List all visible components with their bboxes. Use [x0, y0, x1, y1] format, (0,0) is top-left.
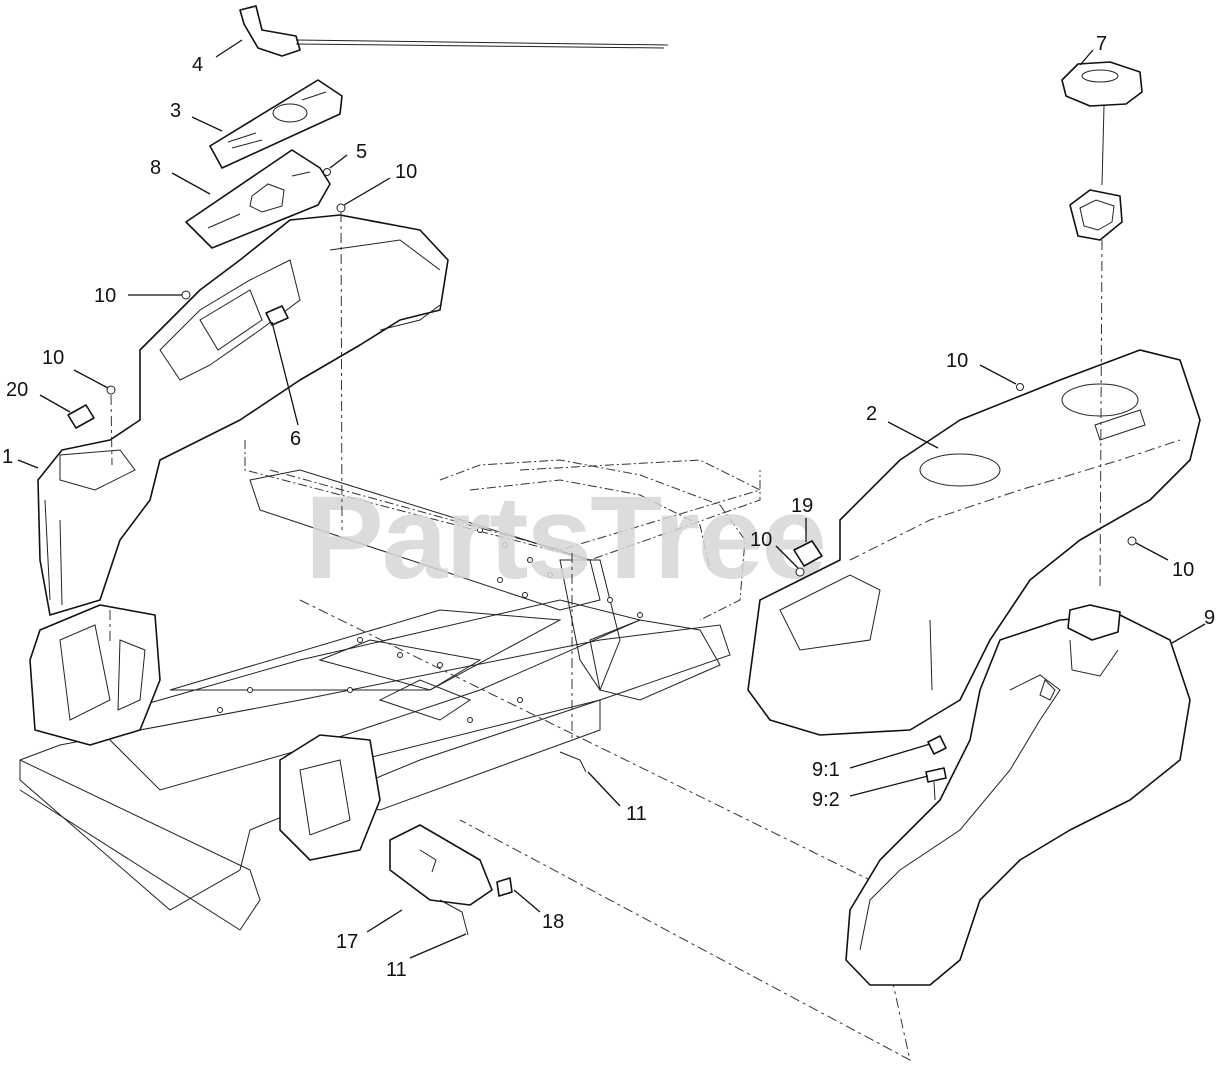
- callout-11-b: 11: [386, 959, 407, 981]
- callout-10-c: 10: [42, 347, 64, 369]
- chassis-frame: [19, 440, 911, 1061]
- callout-10-d: 10: [946, 350, 968, 372]
- callout-10-f: 10: [1172, 559, 1194, 581]
- leader-lines: [17, 39, 1206, 959]
- part-9-fuel-tank: [845, 604, 1191, 986]
- part-11-wire-center: [559, 751, 587, 773]
- callout-8: 8: [150, 157, 161, 179]
- callout-1: 1: [2, 446, 13, 468]
- callout-10-e: 10: [750, 529, 772, 551]
- part-20-decal: [67, 404, 95, 429]
- callout-18: 18: [542, 911, 564, 933]
- callout-6: 6: [290, 428, 301, 450]
- part-19-decal: [793, 540, 823, 567]
- part-2-right-console: [747, 349, 1201, 736]
- watermark-text: PartsTree: [305, 472, 825, 604]
- part-6-clip: [265, 305, 289, 326]
- callout-9-2: 9:2: [812, 789, 840, 811]
- callout-9-1: 9:1: [812, 759, 840, 781]
- callout-4: 4: [192, 54, 203, 76]
- callout-3: 3: [170, 100, 181, 122]
- part-10-screws: [106, 203, 1137, 577]
- callout-10-b: 10: [94, 285, 116, 307]
- part-1-left-console: [37, 214, 449, 616]
- part-3-decal: [209, 79, 343, 169]
- part-4-throttle-control: [239, 5, 669, 57]
- callout-9: 9: [1204, 607, 1215, 629]
- alignment-lines: [109, 211, 1103, 742]
- callout-5: 5: [356, 141, 367, 163]
- callout-2: 2: [866, 403, 877, 425]
- callout-19: 19: [791, 495, 813, 517]
- part-18-screw: [496, 877, 513, 897]
- part-17-bracket: [389, 824, 493, 906]
- watermark: PartsTree TM: [305, 472, 905, 604]
- part-8-control-panel: [185, 149, 331, 249]
- callout-10-a: 10: [395, 161, 417, 183]
- callout-17: 17: [336, 931, 358, 953]
- callout-20: 20: [6, 379, 28, 401]
- part-9-1-fitting: [927, 735, 947, 755]
- callout-7: 7: [1096, 33, 1107, 55]
- callout-11-a: 11: [626, 803, 647, 825]
- part-5-screw: [323, 168, 331, 176]
- part-11-wire-lower: [439, 899, 469, 936]
- callout-labels: 4 3 8 5 10 10 10 20 1 6 7 10 2 19 10 10 …: [2, 33, 1215, 981]
- part-9-2-grommet: [925, 767, 947, 801]
- part-7-fuel-cap: [1061, 61, 1143, 241]
